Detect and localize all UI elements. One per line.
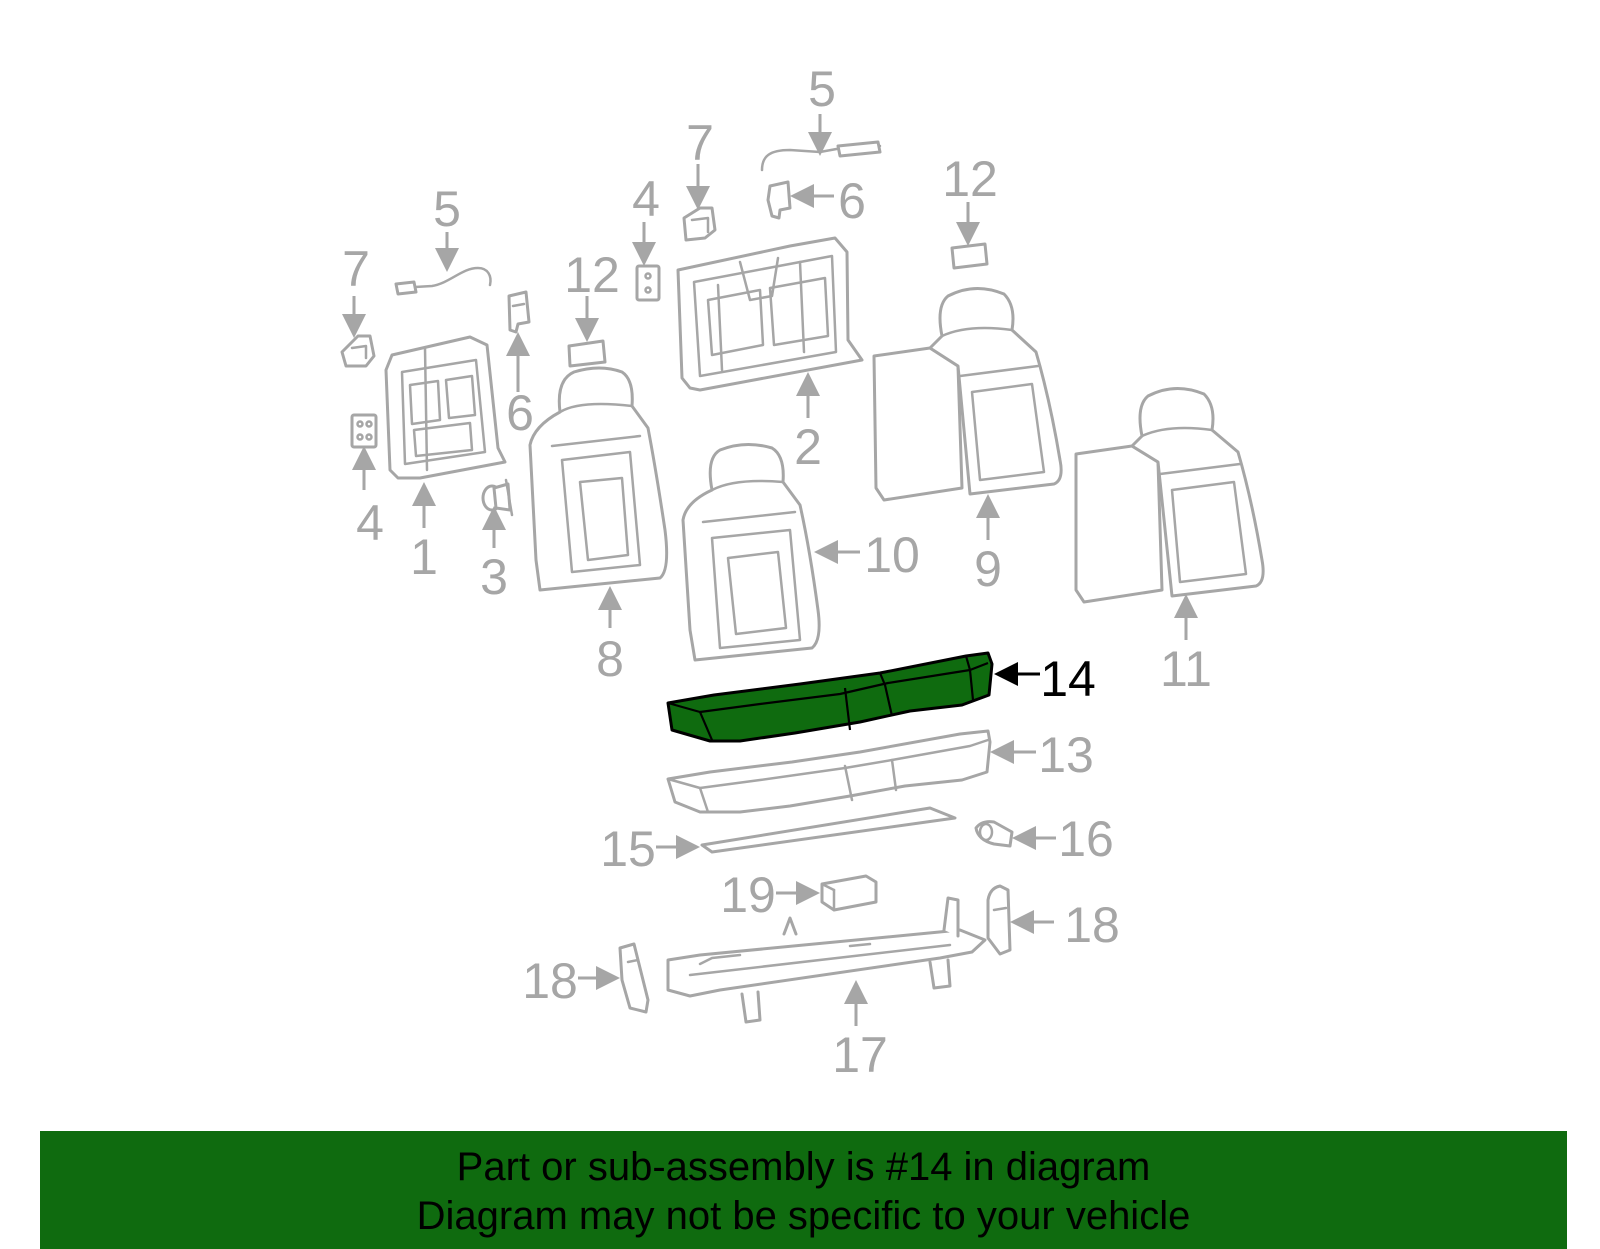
- callout-label-7b: 7: [686, 115, 714, 171]
- part-9-seat-back-bolster[interactable]: [872, 287, 1063, 502]
- callout-label-8: 8: [596, 631, 624, 687]
- callout-label-19: 19: [720, 867, 776, 923]
- callout-label-7a: 7: [342, 241, 370, 297]
- part-16-clip[interactable]: [974, 820, 1014, 848]
- part-3-fastener[interactable]: [481, 478, 514, 517]
- part-11-seat-back-bolster[interactable]: [1074, 387, 1265, 604]
- part-19-module[interactable]: [820, 874, 878, 912]
- part-10-seat-back-cover[interactable]: [681, 443, 821, 662]
- part-8-seat-back-cover[interactable]: [528, 366, 669, 592]
- callout-label-11: 11: [1160, 641, 1212, 697]
- part-7-knob-right[interactable]: [682, 206, 717, 242]
- callout-label-13: 13: [1038, 727, 1094, 783]
- callout-label-4a: 4: [356, 495, 384, 551]
- callout-labels: 1 2 3 4 4 5 5 6 6 7 7 8 9 10 11 12 12 13…: [342, 61, 1212, 1083]
- part-5-cable-left[interactable]: [394, 266, 492, 296]
- part-12-tag-left[interactable]: [567, 339, 607, 368]
- callout-label-3: 3: [480, 549, 508, 605]
- callout-label-14: 14: [1040, 651, 1096, 707]
- callout-label-18a: 18: [522, 953, 578, 1009]
- callout-label-15: 15: [600, 821, 656, 877]
- banner-line-disclaimer: Diagram may not be specific to your vehi…: [416, 1194, 1191, 1238]
- part-18-bracket-right[interactable]: [986, 884, 1012, 956]
- part-4-plate-left[interactable]: [350, 413, 378, 449]
- callout-label-5b: 5: [808, 61, 836, 117]
- part-12-tag-right[interactable]: [950, 242, 989, 270]
- part-6-clip-right[interactable]: [766, 180, 792, 220]
- callout-label-6b: 6: [838, 173, 866, 229]
- callout-label-5a: 5: [433, 181, 461, 237]
- callout-label-17: 17: [832, 1027, 888, 1083]
- part-7-knob-left[interactable]: [340, 334, 376, 368]
- part-6-clip-left[interactable]: [507, 290, 531, 334]
- callout-label-10: 10: [864, 527, 920, 583]
- callout-label-18b: 18: [1064, 897, 1120, 953]
- callout-label-1: 1: [410, 529, 438, 585]
- banner-line-part-number: Part or sub-assembly is #14 in diagram: [456, 1145, 1151, 1189]
- part-1-seat-back-frame[interactable]: [384, 335, 507, 480]
- leader-lines: [342, 114, 1198, 1026]
- part-4-plate-right[interactable]: [635, 264, 661, 302]
- callout-label-12a: 12: [564, 247, 620, 303]
- callout-label-9: 9: [974, 541, 1002, 597]
- part-13-seat-cushion-pad[interactable]: [666, 729, 992, 814]
- callout-label-16: 16: [1058, 811, 1114, 867]
- part-2-seat-back-frame[interactable]: [676, 236, 864, 392]
- part-17-seat-frame[interactable]: [666, 896, 987, 1024]
- callout-label-12b: 12: [942, 151, 998, 207]
- callout-label-4b: 4: [632, 171, 660, 227]
- info-banner: Part or sub-assembly is #14 in diagram D…: [40, 1131, 1567, 1249]
- part-14-seat-cushion[interactable]: [666, 651, 994, 743]
- part-15-flat-pad[interactable]: [700, 806, 957, 854]
- callout-label-2: 2: [794, 419, 822, 475]
- part-18-bracket-left[interactable]: [618, 942, 650, 1014]
- callout-label-6a: 6: [506, 385, 534, 441]
